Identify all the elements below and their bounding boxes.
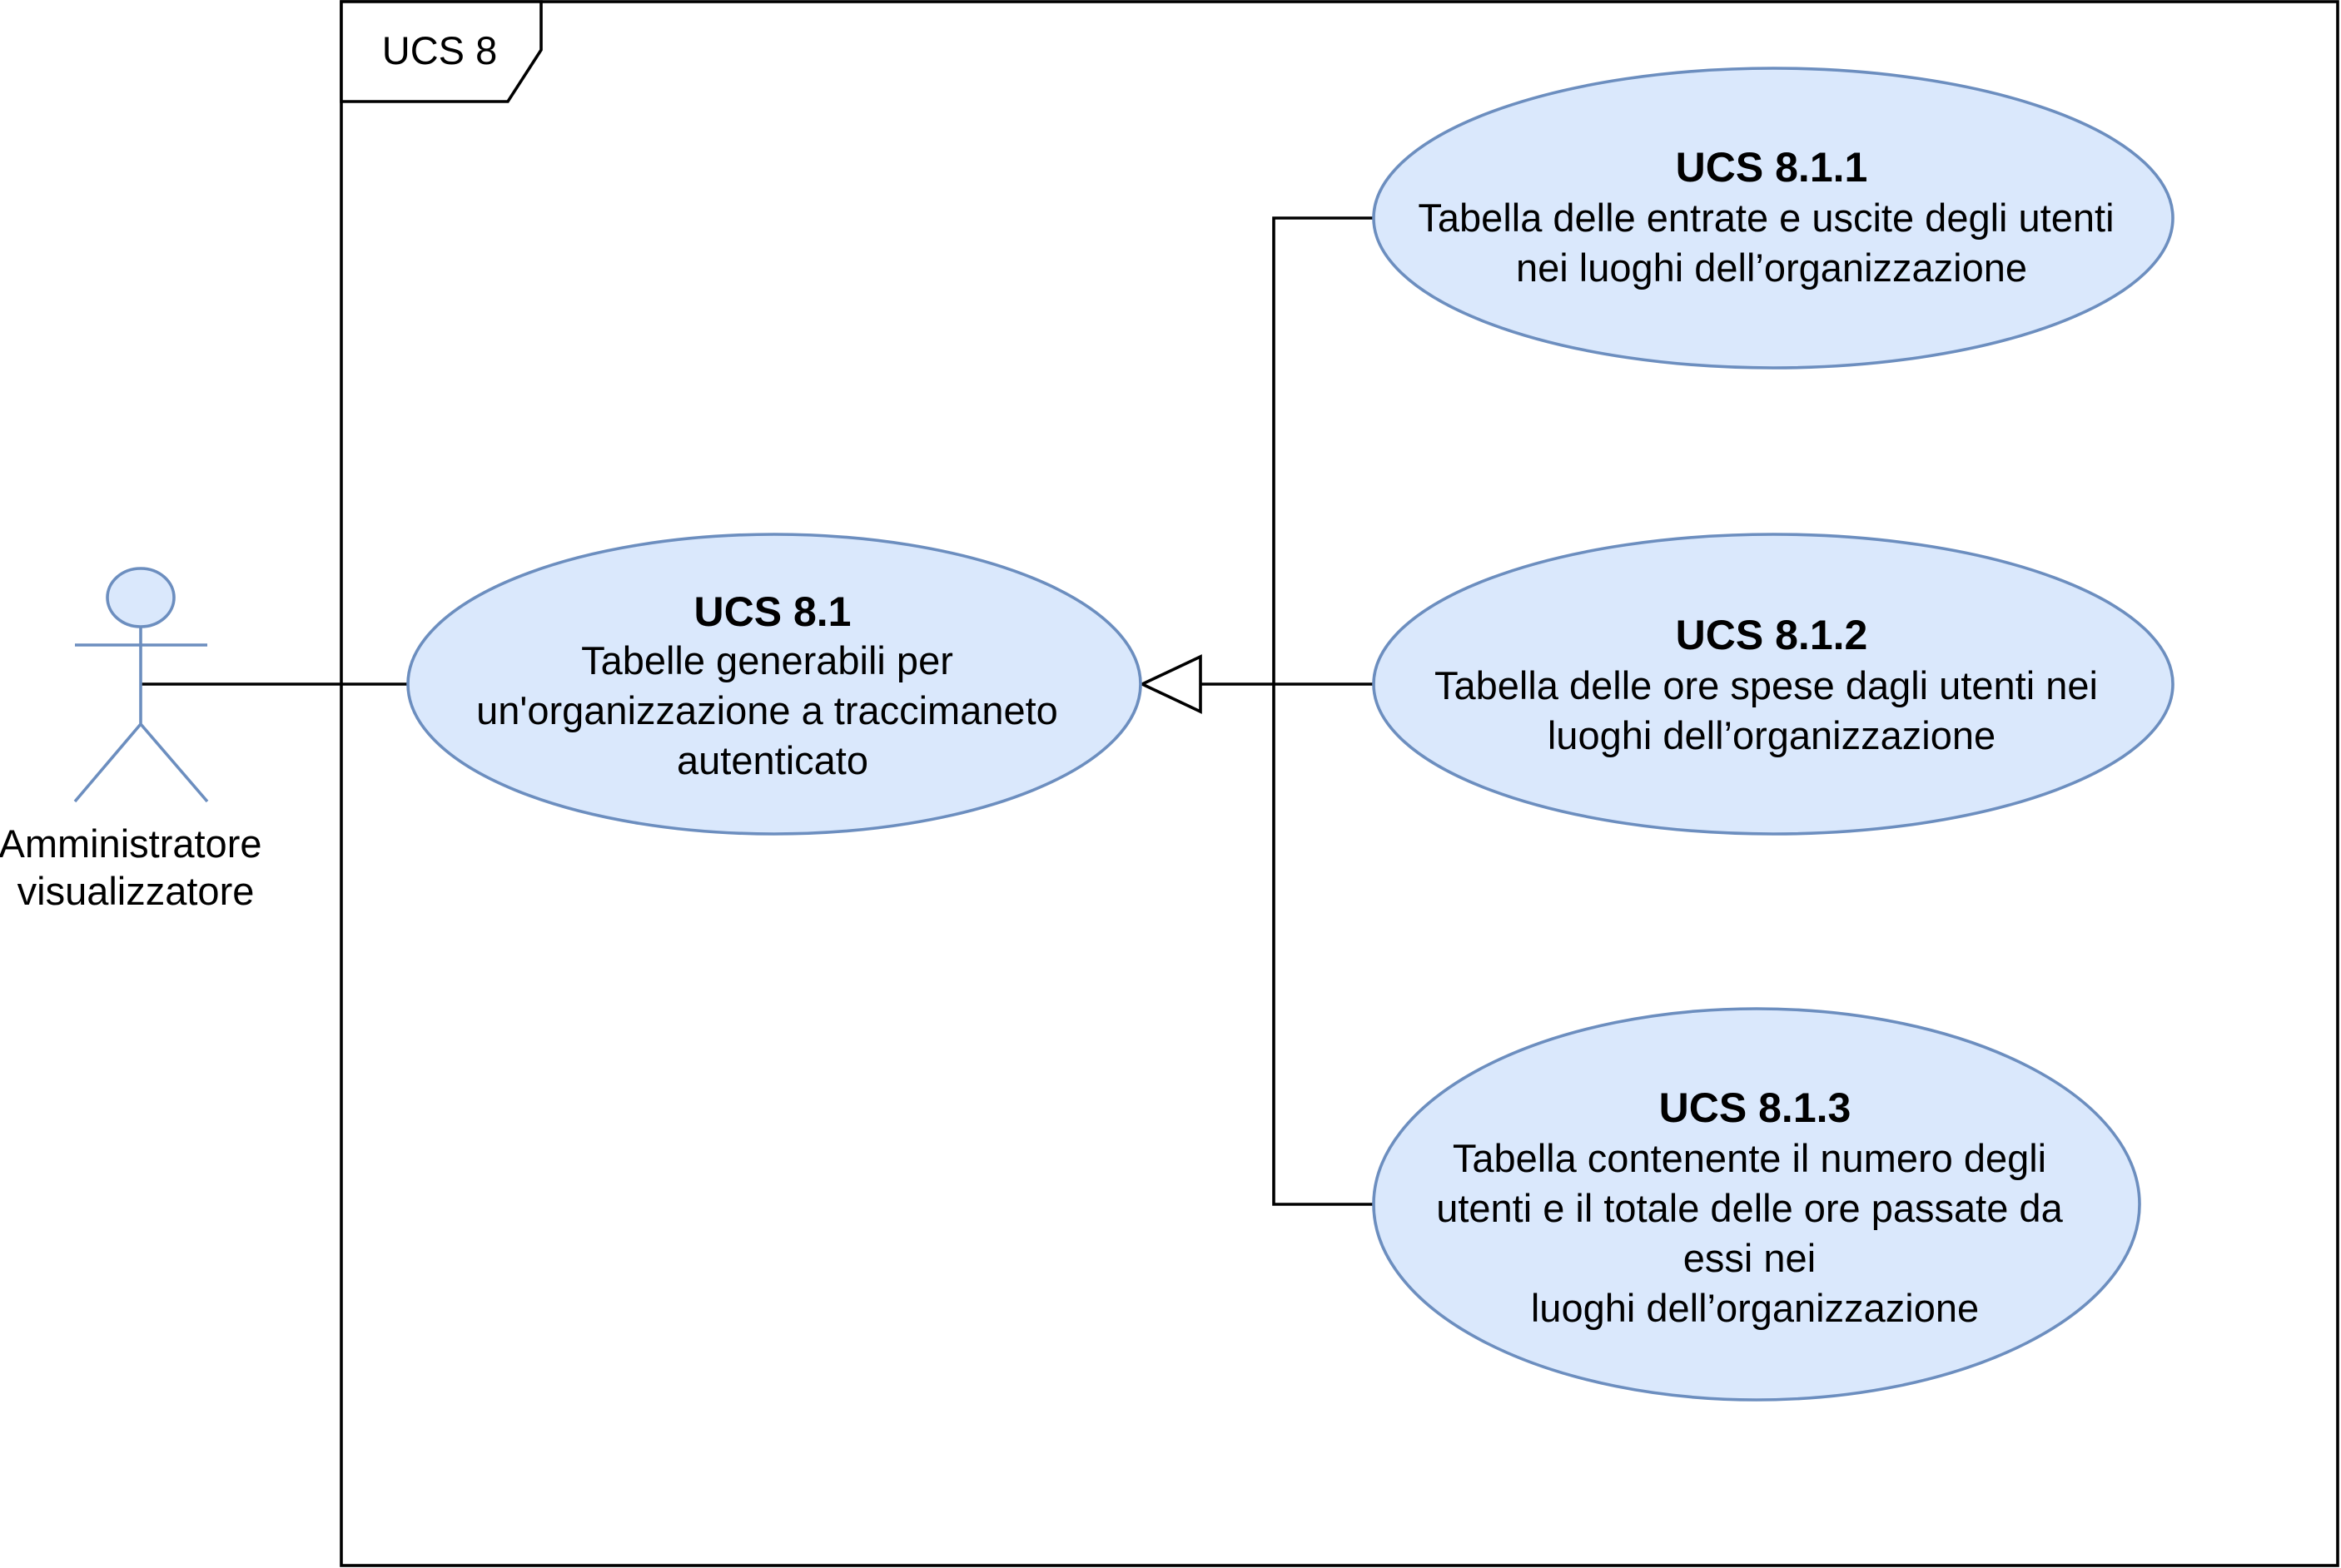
use-case-description: Tabelle generabili per un'organizzazione… xyxy=(476,638,1069,782)
use-case-ucs-8-1-1: UCS 8.1.1 Tabella delle entrate e uscite… xyxy=(1372,67,2174,370)
use-case-ucs-8-1-3: UCS 8.1.3 Tabella contenente il numero d… xyxy=(1372,1007,2141,1402)
use-case-title: UCS 8.1 xyxy=(694,588,852,635)
system-frame-label: UCS 8 xyxy=(382,28,497,72)
generalization-arrowhead xyxy=(1138,654,1202,714)
use-case-ucs-8-1: UCS 8.1 Tabelle generabili per un'organi… xyxy=(406,533,1142,836)
use-case-description: Tabella delle entrate e uscite degli ute… xyxy=(1418,196,2125,290)
use-case-title: UCS 8.1.2 xyxy=(1676,612,1868,658)
actor-body xyxy=(73,627,209,803)
system-frame-tab: UCS 8 xyxy=(340,0,543,103)
actor-head xyxy=(106,567,176,628)
actor-label: Amministratore visualizzatore xyxy=(0,821,273,913)
generalization-line-811 xyxy=(1272,216,1374,684)
use-case-description: Tabella contenente il numero degli utent… xyxy=(1436,1136,2074,1330)
use-case-ucs-8-1-2: UCS 8.1.2 Tabella delle ore spese dagli … xyxy=(1372,533,2174,836)
use-case-title: UCS 8.1.3 xyxy=(1659,1084,1851,1131)
actor-administrator: Amministratore visualizzatore xyxy=(0,567,273,913)
use-case-title: UCS 8.1.1 xyxy=(1676,144,1868,191)
use-case-description: Tabella delle ore spese dagli utenti nei… xyxy=(1434,663,2109,757)
generalization-line-813 xyxy=(1272,684,1374,1206)
